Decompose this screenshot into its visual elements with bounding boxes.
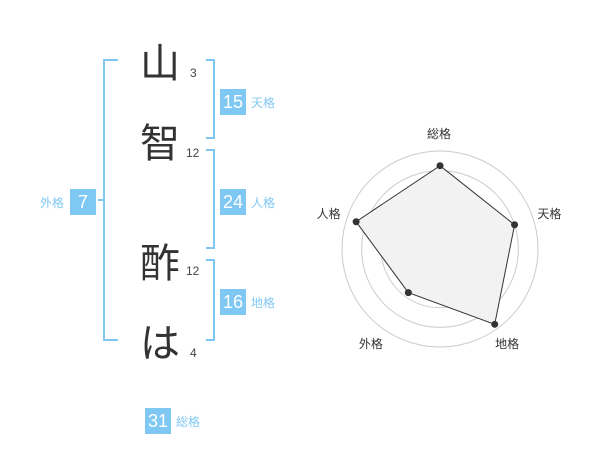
radar-ring <box>341 150 539 348</box>
radar-center <box>437 246 443 252</box>
stroke-count-1: 3 <box>190 66 197 80</box>
soukaku-label: 総格 <box>176 414 201 429</box>
radar-axis-label-4: 外格 <box>358 336 383 351</box>
radar-ring <box>361 170 519 328</box>
gaikaku-label: 外格 <box>40 195 65 210</box>
jinkaku-value: 24 <box>220 189 247 215</box>
radar-point-3 <box>491 320 499 328</box>
gaikaku-badge: 外格 7 <box>40 189 97 215</box>
stroke-count-2: 12 <box>186 146 200 160</box>
tenkaku-badge: 15 天格 <box>220 89 275 115</box>
jinkaku-badge: 24 人格 <box>220 189 275 215</box>
radar-point-4 <box>404 289 412 297</box>
radar-point-5 <box>352 218 360 226</box>
name-char-2: 智 <box>140 121 180 167</box>
tenkaku-value: 15 <box>220 89 247 115</box>
radar-area <box>355 165 516 325</box>
soukaku-value: 31 <box>145 408 172 434</box>
name-char-3: 酢 <box>140 241 180 287</box>
radar-axis-label-5: 人格 <box>316 207 341 222</box>
radar-ring <box>400 209 480 289</box>
stroke-count-4: 4 <box>190 346 197 360</box>
tenkaku-label: 天格 <box>251 95 276 110</box>
radar-ring <box>419 228 461 270</box>
radar-points <box>352 162 519 328</box>
chikaku-label: 地格 <box>251 295 276 310</box>
radar-axis-label-1: 総格 <box>427 127 452 141</box>
chikaku-badge: 16 地格 <box>220 289 275 315</box>
chikaku-value: 16 <box>220 289 247 315</box>
radar-grid <box>341 150 539 348</box>
radar-axis-label-2: 天格 <box>537 207 562 222</box>
jinkaku-label: 人格 <box>251 195 276 210</box>
gaikaku-value: 7 <box>70 189 97 215</box>
radar-point-2 <box>511 221 519 229</box>
soukaku-badge: 31 総格 <box>145 408 200 434</box>
name-char-1: 山 <box>140 41 180 87</box>
radar-axis-label-3: 地格 <box>495 336 520 351</box>
radar-ring <box>380 189 500 309</box>
stroke-count-3: 12 <box>186 264 200 278</box>
name-char-4: は <box>140 321 180 367</box>
radar-point-1 <box>436 162 444 170</box>
